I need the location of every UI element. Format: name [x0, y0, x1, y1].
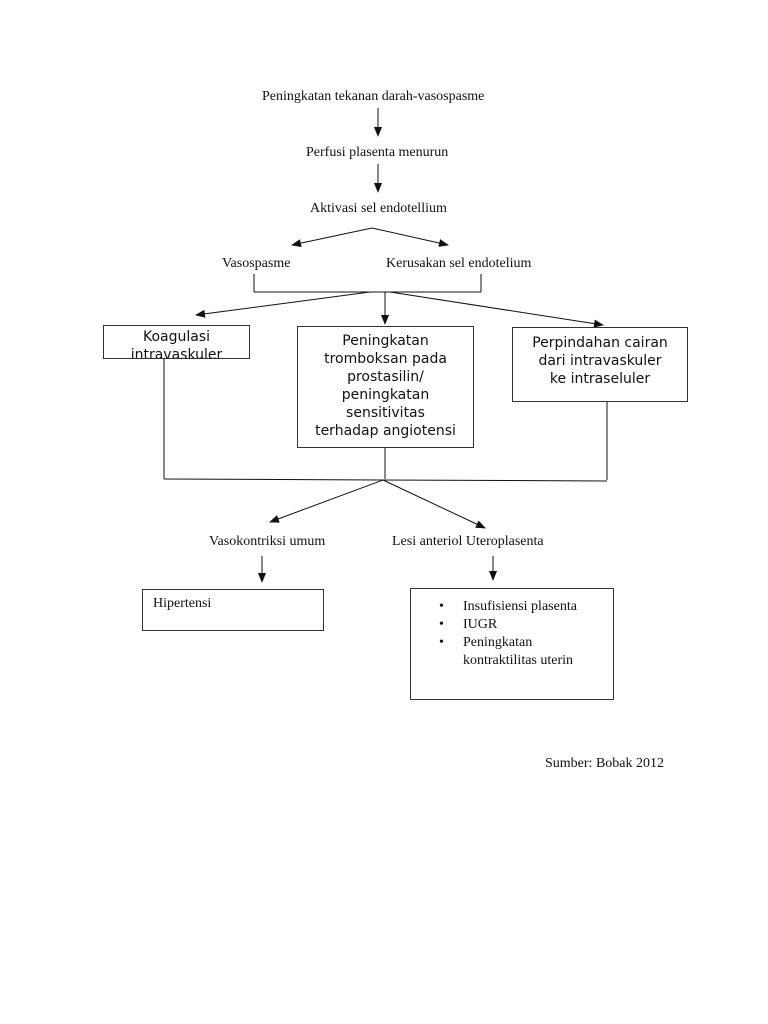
node-vasokontriksi-umum: Vasokontriksi umum: [209, 534, 326, 549]
arrow-to-lesi: [382, 479, 486, 529]
box-hipertensi-label: Hipertensi: [153, 596, 212, 611]
box-perpindahan-line: ke intraseluler: [549, 371, 651, 387]
box-tromboksan: Peningkatan tromboksan pada prostasilin/…: [297, 326, 474, 448]
arrow-to-kerusakan: [371, 227, 449, 247]
source-caption: Sumber: Bobak 2012: [545, 756, 664, 771]
node-perfusi-plasenta: Perfusi plasenta menurun: [306, 145, 449, 160]
effects-item: IUGR: [439, 616, 613, 634]
effects-list: Insufisiensi plasenta IUGR Peningkatan k…: [411, 598, 613, 670]
arrow-to-vasospasme: [291, 227, 373, 248]
box-hipertensi: Hipertensi: [142, 589, 324, 631]
box-tromboksan-line: peningkatan: [341, 387, 430, 403]
join-bottom: [163, 478, 608, 482]
box-koagulasi-line: Koagulasi: [142, 329, 211, 345]
box-tromboksan-line: prostasilin/: [347, 369, 424, 385]
node-aktivasi-sel: Aktivasi sel endotellium: [310, 201, 447, 216]
box-effects: Insufisiensi plasenta IUGR Peningkatan k…: [410, 588, 614, 700]
box-koagulasi-line: intravaskuler: [130, 347, 223, 359]
box-perpindahan-cairan: Perpindahan cairan dari intravaskuler ke…: [512, 327, 688, 402]
node-peningkatan-tekanan-darah: Peningkatan tekanan darah-vasospasme: [262, 89, 485, 104]
box-tromboksan-line: terhadap angiotensi: [315, 423, 456, 439]
node-vasospasme: Vasospasme: [222, 256, 291, 271]
box-perpindahan-line: Perpindahan cairan: [532, 335, 668, 351]
node-lesi-anteriol: Lesi anteriol Uteroplasenta: [392, 534, 544, 549]
effects-item: Peningkatan kontraktilitas uterin: [439, 634, 593, 670]
box-tromboksan-line: tromboksan pada: [324, 351, 447, 367]
node-kerusakan-sel: Kerusakan sel endotelium: [386, 256, 532, 271]
arrow-to-koagulasi: [195, 291, 371, 318]
effects-item: Insufisiensi plasenta: [439, 598, 613, 616]
box-tromboksan-line: Peningkatan: [342, 333, 429, 349]
arrow-to-vasokontriksi: [269, 479, 384, 523]
box-tromboksan-line: sensitivitas: [346, 405, 425, 421]
box-perpindahan-line: dari intravaskuler: [538, 353, 662, 369]
arrow-to-perpindahan: [389, 291, 604, 328]
box-koagulasi: Koagulasi intravaskuler: [103, 325, 250, 359]
